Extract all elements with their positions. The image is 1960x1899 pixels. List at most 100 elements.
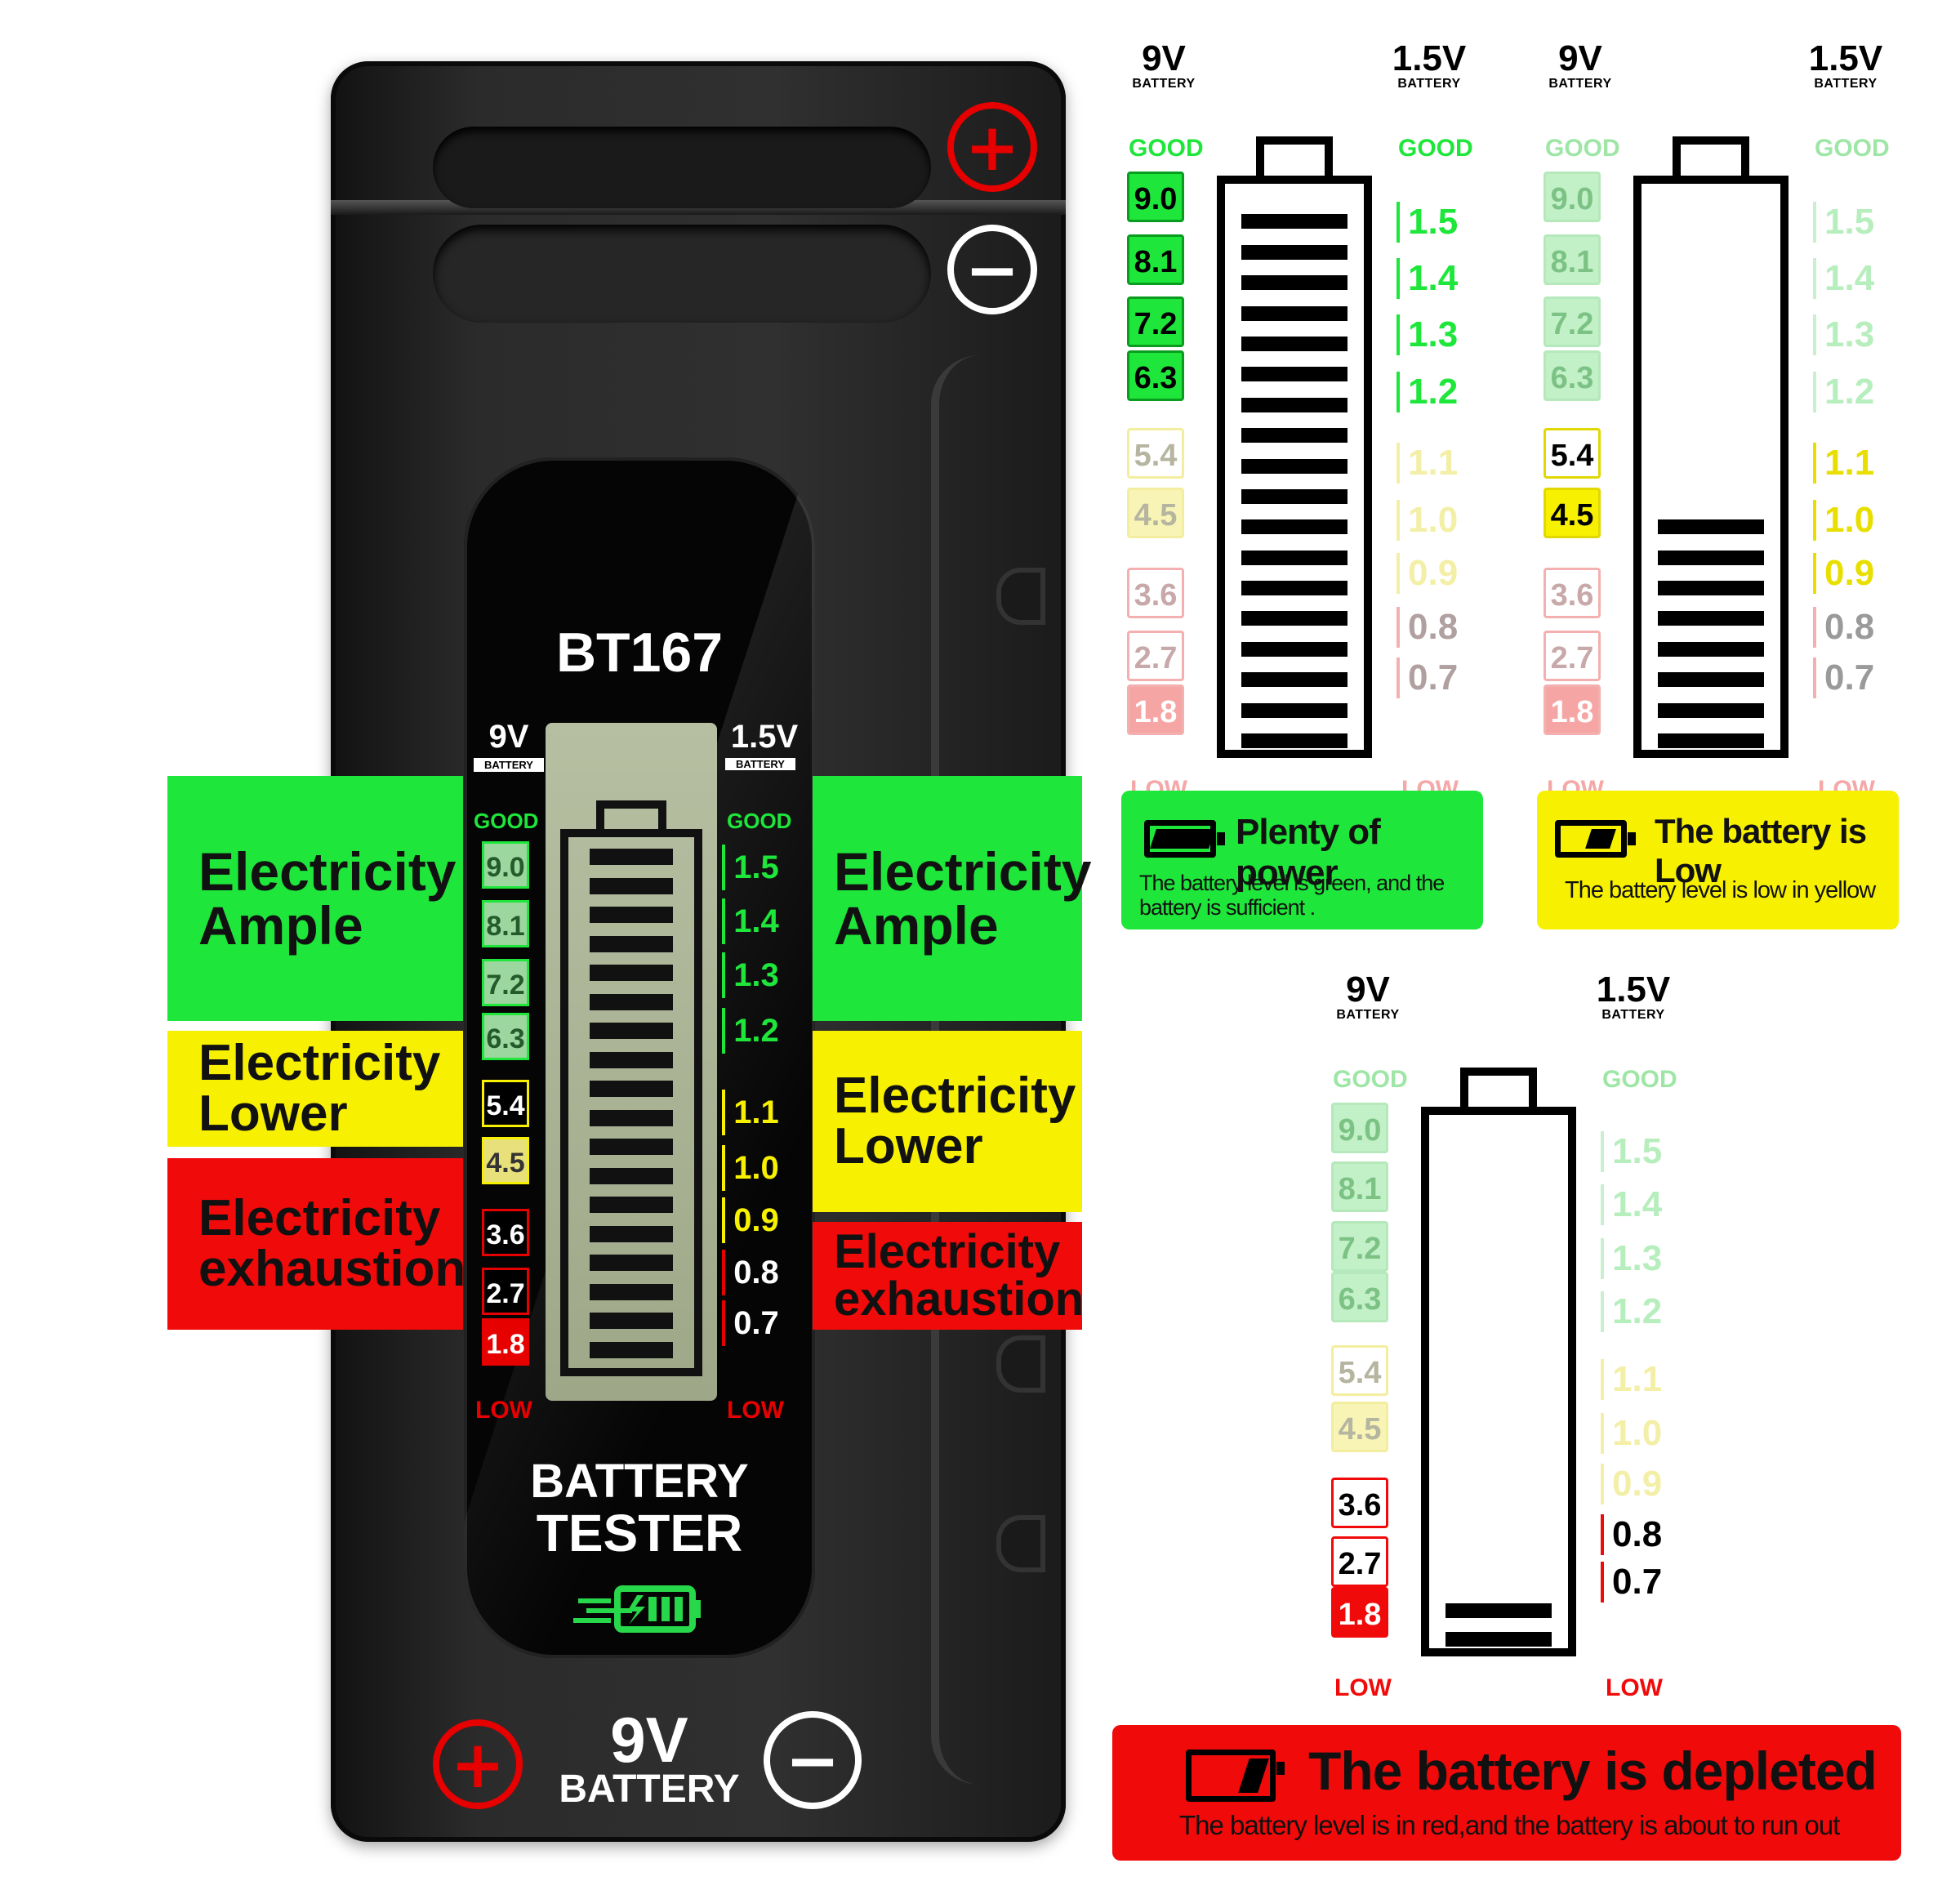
lcd-screen: [546, 723, 717, 1401]
battery-level-bar: [1658, 611, 1764, 626]
title-line-1: BATTERY: [530, 1455, 749, 1508]
right-scale-value: 0.8: [1813, 606, 1874, 648]
battery-level-bar: [1241, 367, 1348, 382]
battery-level-bar: [1241, 702, 1348, 718]
right-scale-value: 1.2: [1813, 371, 1874, 412]
right-scale-value: 0.9: [1396, 553, 1458, 595]
right-scale-value: 0.8: [1601, 1513, 1662, 1555]
right-scale-value: 0.7: [1601, 1562, 1662, 1603]
left-scale-value: 3.6: [482, 1209, 529, 1256]
lcd-level-bar: [590, 1313, 673, 1329]
left-scale-value: 4.5: [1331, 1401, 1388, 1452]
right-scale-value: 1.2: [1396, 371, 1458, 412]
right-scale-value: 1.3: [1813, 314, 1874, 356]
lcd-level-bar: [590, 1081, 673, 1097]
battery-full-icon: [1144, 820, 1225, 858]
right-head-voltage: 1.5V: [1392, 38, 1467, 78]
left-scale-value: 2.7: [1331, 1536, 1388, 1588]
right-scale-value: 1.3: [1396, 314, 1458, 356]
lcd-level-bar: [590, 1225, 673, 1242]
right-scale-value: 0.7: [1396, 657, 1458, 698]
battery-level-bar: [1241, 458, 1348, 474]
left-scale-value: 4.5: [482, 1137, 529, 1184]
right-good-label: GOOD: [1815, 135, 1890, 162]
minus-terminal-icon: −: [947, 225, 1037, 314]
right-good-label: GOOD: [1602, 1066, 1677, 1093]
right-good-label: GOOD: [727, 809, 792, 833]
left-good-label: GOOD: [1545, 135, 1620, 162]
battery-level-bar: [1241, 581, 1348, 596]
right-scale-value: 1.5: [722, 845, 787, 890]
battery-slot-upper: [433, 127, 931, 208]
title-line-2: TESTER: [536, 1504, 743, 1562]
plus-terminal-bottom-icon: +: [433, 1719, 523, 1809]
left-head-voltage: 9V: [1142, 38, 1186, 78]
battery-level-bar: [1241, 305, 1348, 321]
right-head-sub: BATTERY: [1397, 77, 1461, 91]
battery-level-bar: [1241, 428, 1348, 444]
left-scale-value: 2.7: [1544, 631, 1601, 682]
rail-notch: [996, 1515, 1045, 1572]
right-scale-value: 1.4: [1813, 257, 1874, 299]
left-scale-sub: BATTERY: [474, 758, 544, 772]
lcd-level-bar: [590, 1139, 673, 1155]
right-scale-value: 1.1: [722, 1090, 787, 1135]
status-title: The battery is depleted: [1308, 1741, 1878, 1801]
battery-level-bar: [1241, 519, 1348, 535]
right-scale-voltage: 1.5V: [730, 719, 799, 755]
left-scale-value: 8.1: [1544, 234, 1601, 285]
lcd-level-bar: [590, 993, 673, 1010]
left-scale-voltage: 9V: [488, 719, 529, 755]
right-scale-value: 0.9: [722, 1197, 787, 1243]
lcd-level-bar: [590, 1109, 673, 1126]
right-good-label: GOOD: [1398, 135, 1473, 162]
left-scale-value: 1.8: [482, 1318, 529, 1366]
battery-level-bar: [1658, 733, 1764, 748]
battery-level-bar: [1446, 1632, 1552, 1647]
left-scale-value: 5.4: [1127, 427, 1184, 479]
battery-level-bar: [1658, 581, 1764, 596]
left-scale-value: 1.8: [1544, 684, 1601, 735]
left-scale-value: 5.4: [1544, 427, 1601, 479]
battery-level-bar: [1658, 702, 1764, 718]
status-text: The battery level is low in yellow: [1565, 877, 1876, 903]
battery-level-bar: [1241, 397, 1348, 412]
left-scale-value: 2.7: [1127, 631, 1184, 682]
left-scale-value: 1.8: [1331, 1587, 1388, 1638]
left-scale-value: 3.6: [1127, 568, 1184, 619]
lcd-level-bar: [590, 1283, 673, 1300]
right-head-voltage: 1.5V: [1596, 970, 1671, 1010]
left-head-sub: BATTERY: [1336, 1008, 1400, 1022]
lcd-level-bar: [590, 877, 673, 894]
right-scale-value: 1.1: [1813, 443, 1874, 484]
right-head-sub: BATTERY: [1814, 77, 1878, 91]
left-scale-value: 7.2: [1331, 1220, 1388, 1272]
big-battery-outline: [1421, 1107, 1576, 1656]
battery-level-bar: [1658, 641, 1764, 657]
left-scale-value: 8.1: [1331, 1161, 1388, 1213]
left-low-label: LOW: [1334, 1674, 1392, 1701]
battery-level-bar: [1241, 611, 1348, 626]
right-scale-value: 1.5: [1813, 201, 1874, 243]
rail-notch: [996, 1335, 1045, 1393]
left-scale-value: 7.2: [482, 959, 529, 1006]
left-scale-value: 5.4: [1331, 1344, 1388, 1396]
left-scale-value: 8.1: [482, 900, 529, 947]
status-box-low: The battery is Low The battery level is …: [1537, 791, 1899, 929]
battery-level-bar: [1658, 672, 1764, 688]
display-panel: BT167 9V BATTERY GOOD LOW 1.5V BATTERY G…: [464, 457, 815, 1658]
right-scale-value: 1.0: [1813, 499, 1874, 541]
right-scale-value: 1.4: [722, 898, 787, 944]
big-battery-outline: [1217, 176, 1372, 758]
right-scale-value: 0.9: [1813, 553, 1874, 595]
minus-terminal-bottom-icon: −: [764, 1711, 862, 1809]
left-scale-value: 8.1: [1127, 234, 1184, 285]
